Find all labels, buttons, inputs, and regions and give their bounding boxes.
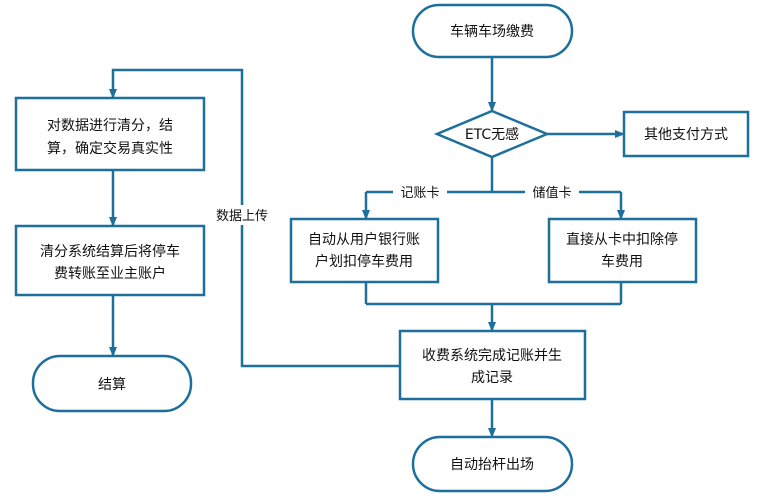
node-direct-deduct: 直接从卡中扣除停 车费用 xyxy=(547,217,698,284)
node-complete-line-2: 成记录 xyxy=(471,370,513,386)
node-etc-decision-label: ETC无感 xyxy=(465,126,519,143)
label-bg-data-upload xyxy=(208,205,276,225)
node-complete-line-1: 收费系统完成记账并生 xyxy=(422,348,562,364)
edge-data-upload xyxy=(109,68,400,368)
node-other-payment-label: 其他支付方式 xyxy=(644,127,728,143)
node-direct-deduct-line-1: 直接从卡中扣除停 xyxy=(566,231,678,248)
node-end-label: 结算 xyxy=(98,377,126,393)
node-end: 结算 xyxy=(31,354,193,413)
node-other-payment: 其他支付方式 xyxy=(622,110,750,158)
node-transfer: 清分系统结算后将停车 费转账至业主账户 xyxy=(14,224,206,297)
label-stored-card: 储值卡 xyxy=(532,185,571,201)
node-start: 车辆车场缴费 xyxy=(411,3,574,59)
node-gate-label: 自动抬杆出场 xyxy=(450,457,534,473)
label-account-card: 记账卡 xyxy=(400,186,439,201)
label-bg-stored-card xyxy=(525,183,579,201)
node-start-label: 车辆车场缴费 xyxy=(450,23,534,40)
node-transfer-line-2: 费转账至业主账户 xyxy=(54,265,166,282)
edge-labels: 记账卡 储值卡 数据上传 xyxy=(208,183,579,225)
node-auto-deduct-line-1: 自动从用户银行账 xyxy=(308,231,420,248)
node-transfer-line-1: 清分系统结算后将停车 xyxy=(40,243,180,260)
node-clear-data: 对数据进行清分，结 算，确定交易真实性 xyxy=(14,96,206,172)
node-auto-deduct-line-2: 户划扣停车费用 xyxy=(315,253,413,270)
node-auto-deduct: 自动从用户银行账 户划扣停车费用 xyxy=(289,217,440,284)
label-bg-account-card xyxy=(393,183,447,201)
node-etc-decision: ETC无感 xyxy=(433,109,551,159)
node-clear-data-line-2: 算，确定交易真实性 xyxy=(47,140,173,157)
label-data-upload: 数据上传 xyxy=(216,209,268,224)
node-gate: 自动抬杆出场 xyxy=(411,435,574,493)
node-complete: 收费系统完成记账并生 成记录 xyxy=(398,329,587,401)
node-clear-data-line-1: 对数据进行清分，结 xyxy=(47,118,173,134)
node-direct-deduct-line-2: 车费用 xyxy=(601,253,643,270)
